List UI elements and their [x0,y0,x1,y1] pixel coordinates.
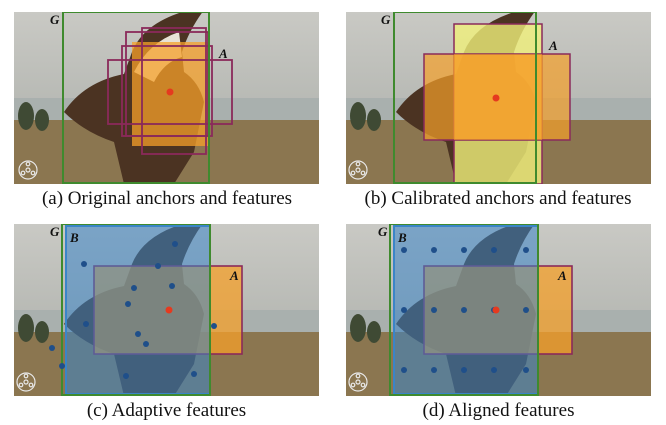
ground-truth-box [61,224,211,396]
panel-original-figure: G A [14,12,319,184]
panel-calibrated-figure: G A [346,12,651,184]
reel-watermark-icon [348,160,368,180]
anchor-center-point [492,306,500,314]
panel-adaptive: G B A [14,224,319,396]
adaptive-label: B [397,230,407,245]
sampling-points [49,241,217,379]
anchor-label: A [557,268,567,283]
panel-original: G A [14,12,319,184]
gt-label: G [50,224,60,239]
panel-aligned: G B A [346,224,651,396]
gt-label: G [378,224,388,239]
gt-label: G [381,12,391,27]
gt-label: G [50,12,60,27]
aligned-sampling-grid [401,247,529,373]
adaptive-label: B [69,230,79,245]
ground-truth-box [62,12,210,184]
reel-watermark-icon [16,372,36,392]
anchor-center-point [166,88,174,96]
trees [18,102,49,131]
panel-adaptive-figure: G B A [14,224,319,396]
reel-watermark-icon [348,372,368,392]
panel-calibrated: G A [346,12,651,184]
anchor-label: A [548,38,558,53]
ground-truth-box [389,224,539,396]
anchor-boxes [107,27,233,155]
caption-original: (a) Original anchors and features [41,188,293,209]
trees [18,314,49,343]
trees [350,102,381,131]
caption-aligned: (d) Aligned features [422,400,575,421]
ground-truth-box [393,12,537,184]
reel-watermark-icon [18,160,38,180]
anchor-label: A [229,268,239,283]
anchor-center-point [492,94,500,102]
trees [350,314,381,343]
anchor-label: A [218,46,228,61]
caption-adaptive: (c) Adaptive features [86,400,247,421]
adaptive-box [65,225,211,395]
caption-calibrated: (b) Calibrated anchors and features [364,188,632,209]
anchor-center-point [165,306,173,314]
panel-aligned-figure: G B A [346,224,651,396]
